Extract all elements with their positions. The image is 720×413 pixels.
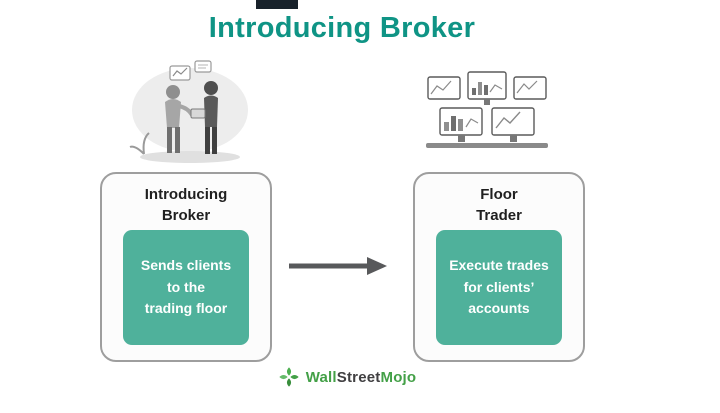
logo-text-mojo: Mojo bbox=[380, 368, 417, 386]
wallstreetmojo-logo: WallStreetMojo bbox=[0, 366, 694, 388]
top-crop-artifact bbox=[256, 0, 298, 9]
logo-text-street: Street bbox=[336, 368, 381, 386]
introducing-broker-card: Introducing Broker Sends clients to the … bbox=[100, 172, 272, 362]
trading-monitors-illustration bbox=[426, 71, 548, 148]
floor-trader-card-body: Execute trades for clients’ accounts bbox=[436, 230, 562, 345]
floor-trader-card: Floor Trader Execute trades for clients’… bbox=[413, 172, 585, 362]
wallstreetmojo-leaf-icon bbox=[279, 367, 299, 387]
page-title: Introducing Broker bbox=[208, 12, 476, 44]
introducing-broker-card-title: Introducing Broker bbox=[144, 186, 228, 224]
logo-text-wall: Wall bbox=[305, 368, 337, 386]
right-arrow-icon bbox=[289, 257, 387, 275]
floor-trader-card-title: Floor Trader bbox=[476, 186, 522, 224]
two-people-discussion-illustration bbox=[129, 60, 248, 163]
introducing-broker-card-body: Sends clients to the trading floor bbox=[123, 230, 249, 345]
wallstreetmojo-logo-text: WallStreetMojo bbox=[306, 369, 417, 386]
